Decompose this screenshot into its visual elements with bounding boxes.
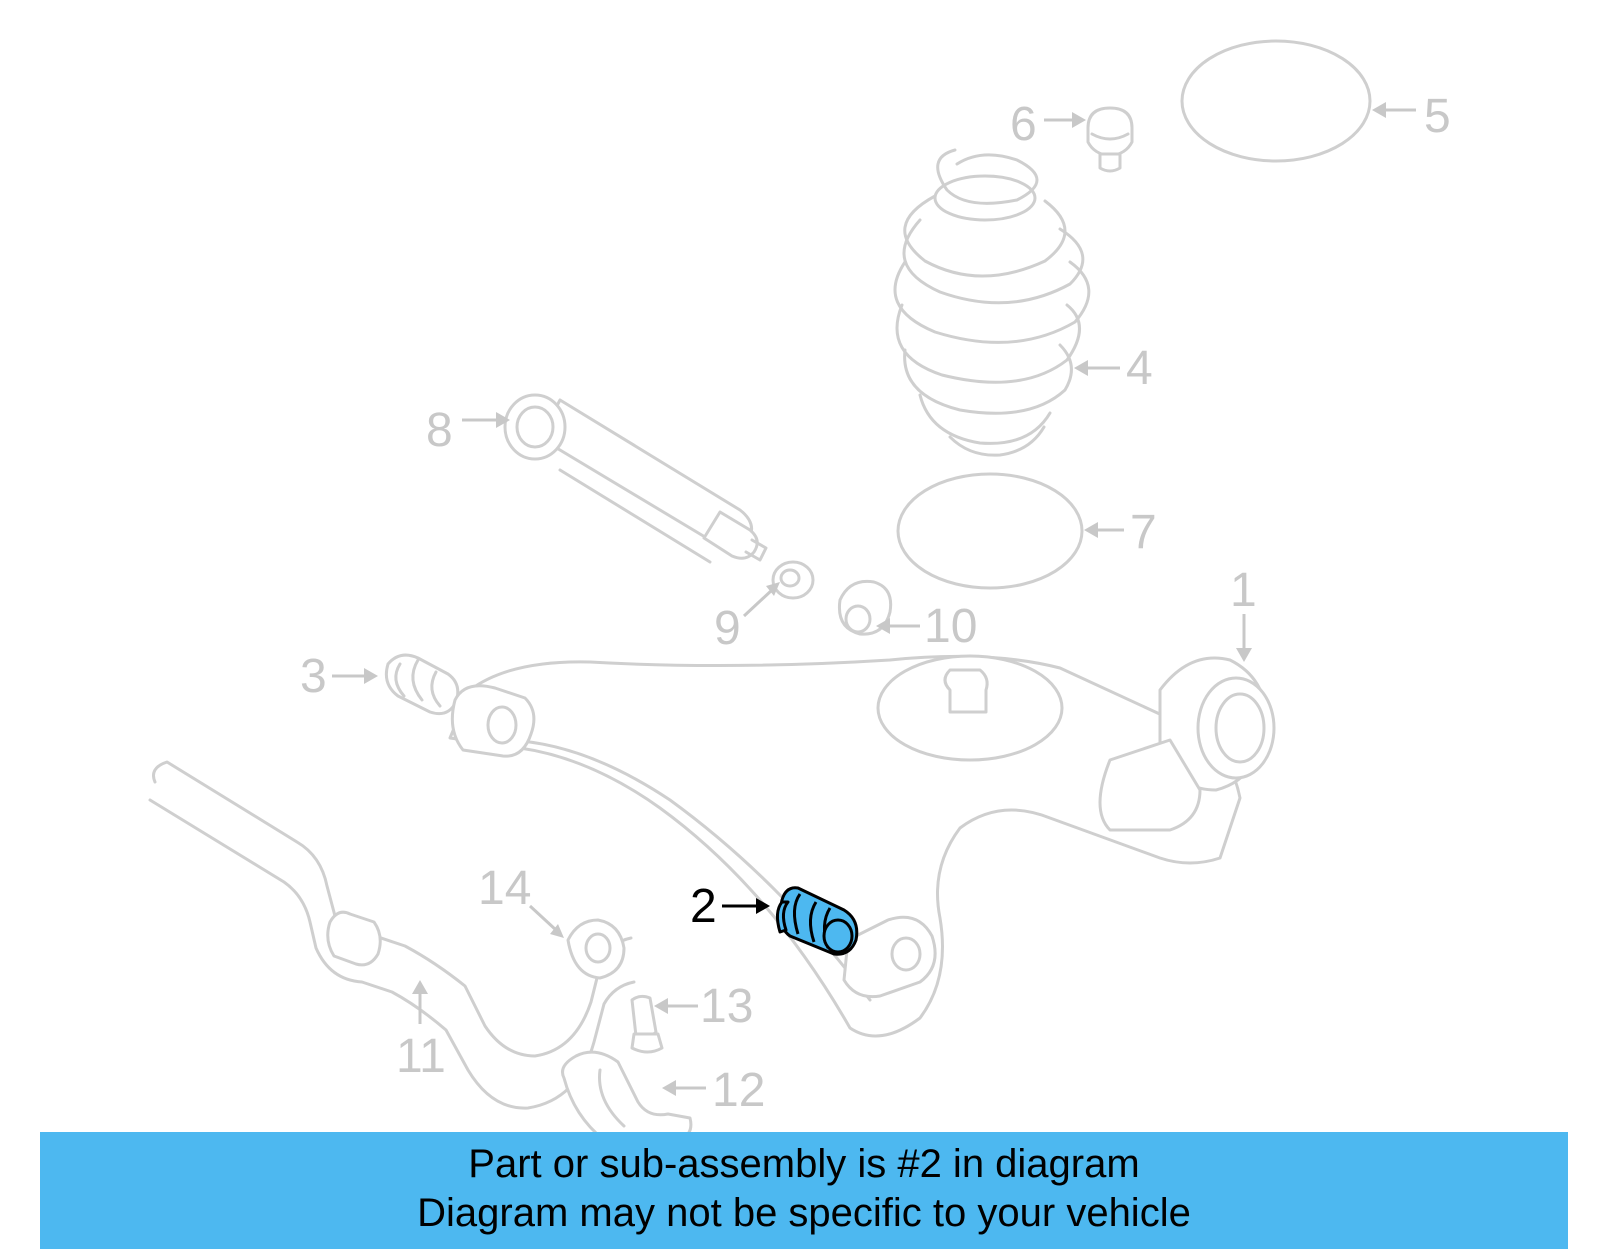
callout-3-label: 3 xyxy=(300,650,327,703)
banner-line-disclaimer: Diagram may not be specific to your vehi… xyxy=(417,1191,1191,1235)
callout-14-label: 14 xyxy=(478,862,531,915)
part-9-bushing xyxy=(771,560,815,600)
callout-4-label: 4 xyxy=(1126,342,1153,395)
part-13-bolt xyxy=(630,994,664,1054)
callout-1: 1 xyxy=(1230,564,1257,662)
callout-1-label: 1 xyxy=(1230,564,1257,617)
callout-9-label: 9 xyxy=(714,602,741,655)
part-6-bumper xyxy=(1086,106,1134,173)
callout-5: 5 xyxy=(1372,90,1451,143)
part-3-bushing xyxy=(384,653,460,716)
callout-2-label: 2 xyxy=(690,880,717,933)
part-4-coil-spring xyxy=(893,148,1091,457)
part-5-ring xyxy=(1180,39,1372,163)
callout-8: 8 xyxy=(426,404,510,457)
callout-6-label: 6 xyxy=(1010,98,1037,151)
callout-8-label: 8 xyxy=(426,404,453,457)
callout-10-label: 10 xyxy=(924,600,977,653)
callout-13: 13 xyxy=(654,980,753,1033)
callout-3: 3 xyxy=(300,650,378,703)
callout-12-label: 12 xyxy=(712,1064,765,1117)
part-8-shock-absorber xyxy=(503,393,768,564)
callout-12: 12 xyxy=(662,1064,765,1117)
callout-9: 9 xyxy=(714,582,780,655)
callout-13-label: 13 xyxy=(700,980,753,1033)
callout-10: 10 xyxy=(876,600,977,653)
callout-4: 4 xyxy=(1074,342,1153,395)
part-2-bushing-highlighted xyxy=(775,886,859,956)
part-1-control-arm xyxy=(448,654,1276,1038)
callout-7: 7 xyxy=(1084,506,1157,559)
callout-11-label: 11 xyxy=(396,1030,446,1083)
callout-5-label: 5 xyxy=(1424,90,1451,143)
callout-14: 14 xyxy=(478,862,564,938)
part-10-bushing xyxy=(837,579,893,636)
banner-line-part-number: Part or sub-assembly is #2 in diagram xyxy=(468,1142,1140,1186)
part-7-ring xyxy=(896,472,1084,590)
callout-6: 6 xyxy=(1010,98,1086,151)
info-banner: Part or sub-assembly is #2 in diagram Di… xyxy=(40,1132,1568,1249)
callout-11: 11 xyxy=(396,980,446,1083)
callout-2[interactable]: 2 xyxy=(690,880,770,933)
part-11-stabilizer-bar xyxy=(148,760,636,1110)
callout-7-label: 7 xyxy=(1130,506,1157,559)
